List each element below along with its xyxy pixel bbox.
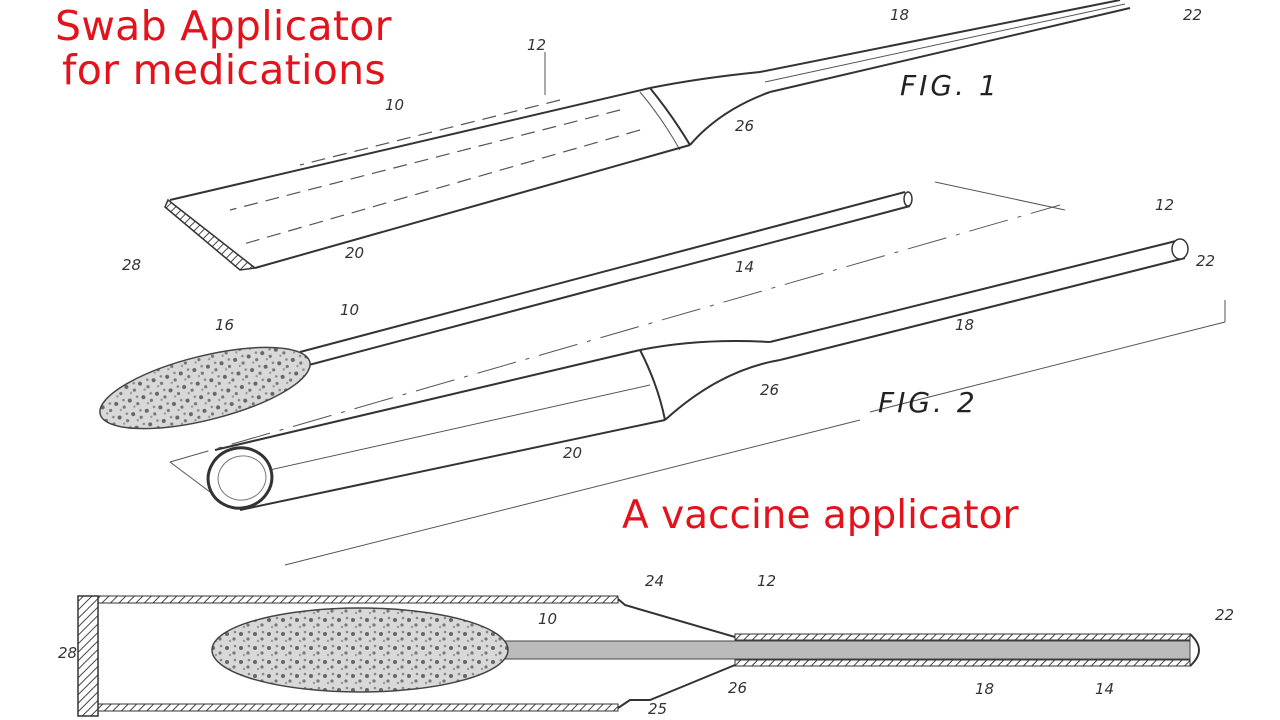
fig2-swab xyxy=(99,191,913,430)
svg-text:14: 14 xyxy=(735,258,754,276)
fig1-label: FIG. 1 xyxy=(900,69,1000,102)
svg-text:25: 25 xyxy=(648,700,667,718)
svg-text:20: 20 xyxy=(563,444,582,462)
svg-text:24: 24 xyxy=(645,572,664,590)
svg-text:12: 12 xyxy=(527,36,546,54)
svg-text:10: 10 xyxy=(340,301,359,319)
svg-text:20: 20 xyxy=(345,244,364,262)
fig1-sleeve xyxy=(164,0,1131,271)
svg-text:12: 12 xyxy=(757,572,776,590)
svg-text:22: 22 xyxy=(1183,6,1202,24)
svg-text:12: 12 xyxy=(1155,196,1174,214)
svg-text:16: 16 xyxy=(215,316,234,334)
fig2-label: FIG. 2 xyxy=(878,386,978,419)
reference-numerals: 18 22 12 10 26 20 28 14 12 22 10 16 18 2… xyxy=(58,6,1234,718)
fig2-sleeve xyxy=(206,238,1189,511)
fig3-cross-section xyxy=(77,595,1200,717)
svg-text:26: 26 xyxy=(728,679,747,697)
svg-text:26: 26 xyxy=(760,381,779,399)
svg-text:18: 18 xyxy=(955,316,974,334)
svg-text:18: 18 xyxy=(975,680,994,698)
caption-swab-applicator: Swab Applicator xyxy=(55,2,392,50)
fig2-exploded-lines xyxy=(169,181,1226,566)
svg-text:10: 10 xyxy=(538,610,557,628)
svg-text:22: 22 xyxy=(1196,252,1215,270)
svg-text:22: 22 xyxy=(1215,606,1234,624)
svg-text:18: 18 xyxy=(890,6,909,24)
caption-vaccine-applicator: A vaccine applicator xyxy=(622,493,1019,538)
svg-text:26: 26 xyxy=(735,117,754,135)
svg-text:28: 28 xyxy=(58,644,77,662)
svg-text:14: 14 xyxy=(1095,680,1114,698)
svg-text:28: 28 xyxy=(122,256,141,274)
caption-for-medications: for medications xyxy=(62,46,387,94)
svg-text:10: 10 xyxy=(385,96,404,114)
